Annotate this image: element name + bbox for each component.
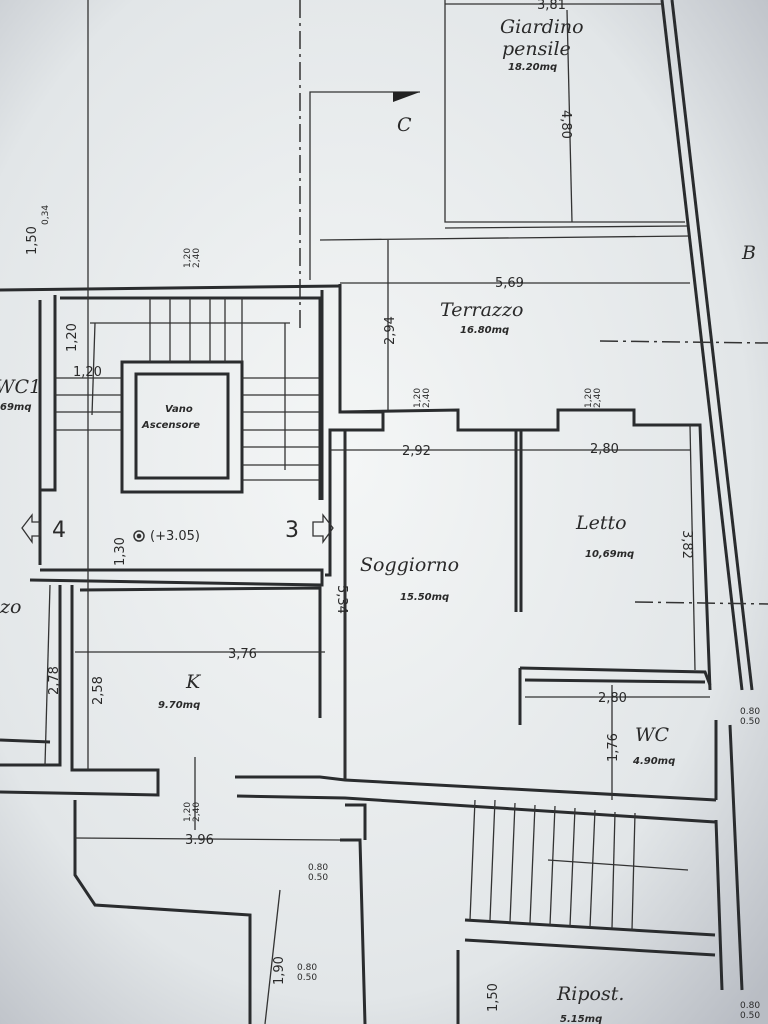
arrow-right-icon (312, 513, 334, 545)
dimension-label: 2,58 (91, 676, 106, 705)
dimension-label: 3.96 (185, 833, 214, 848)
dimension-label: 3,82 (679, 530, 694, 559)
dimension-label: 2,80 (590, 442, 619, 457)
dimension-label: 3,81 (537, 0, 566, 13)
room-name: Ascensore (141, 420, 200, 431)
room-area: 10,69mq (585, 549, 634, 560)
room-name: Soggiorno (360, 554, 459, 576)
dimension-label: 1,30 (113, 537, 128, 566)
dimension-label: 2,92 (402, 444, 431, 459)
window-height: 1,20 (413, 388, 423, 408)
window-height: 0.80 (740, 1001, 760, 1011)
window-width: 0.50 (308, 873, 328, 883)
section-arrow-icon (393, 92, 420, 102)
window-height: 0.80 (740, 707, 760, 717)
dimension-label: 2,78 (47, 666, 62, 695)
dimension-label: 2,80 (598, 691, 627, 706)
dimension-label: 0,34 (41, 205, 51, 225)
room-name: Letto (575, 512, 627, 534)
dimension-label: 1,20 (65, 323, 80, 352)
section-label-c: C (397, 114, 412, 136)
dimension-label: 1,20 (73, 365, 102, 380)
stair-label: 4 (52, 518, 66, 543)
elevation-marker-icon (133, 530, 145, 542)
window-width: 0.50 (740, 1011, 760, 1021)
window-height: 1,20 (584, 388, 594, 408)
room-name: pensile (502, 38, 571, 60)
window-height: 0.80 (308, 863, 328, 873)
axis-line (634, 601, 768, 605)
room-name: zo (0, 596, 21, 618)
giardino-walls (319, 0, 754, 691)
dimension-label: 2,94 (383, 316, 398, 345)
arrow-left-icon (21, 513, 41, 545)
section-line-c (309, 91, 420, 280)
window-width: 2,40 (593, 388, 603, 408)
stair-label: 3 (285, 518, 299, 543)
dimension-label: 5,69 (495, 276, 524, 291)
room-area: 4.90mq (632, 756, 675, 767)
room-name: Terrazzo (440, 299, 523, 321)
room-name: WC1 (0, 376, 41, 398)
room-name: K (185, 671, 202, 693)
room-area: 18.20mq (508, 62, 557, 73)
window-height: 1,20 (183, 248, 193, 268)
room-name: Vano (165, 404, 193, 415)
window-height: 0.80 (297, 963, 317, 973)
room-name: Ripost. (556, 983, 624, 1005)
dimension-label: 1,76 (606, 733, 621, 762)
room-area: 5.15mq (560, 1014, 602, 1024)
room-area: 15.50mq (400, 592, 449, 603)
room-name: WC (635, 724, 670, 746)
dimension-label: 1,50 (486, 983, 501, 1012)
window-width: 2,40 (192, 802, 202, 822)
lower-walls (73, 799, 716, 1024)
dimension-lines (44, 0, 710, 1024)
section-label-b: B (741, 242, 756, 264)
room-area: 9.70mq (158, 700, 200, 711)
elevation-label: (+3.05) (150, 529, 200, 544)
axis-line (599, 340, 768, 344)
window-width: 0.50 (297, 973, 317, 983)
window-width: 2,40 (192, 248, 202, 268)
dimension-label: 3,76 (228, 647, 257, 662)
window-height: 1,20 (183, 802, 193, 822)
room-name: Giardino (500, 16, 584, 38)
room-area: 16.80mq (460, 325, 509, 336)
room-area: 69mq (0, 402, 32, 413)
dimension-label: 1,90 (272, 956, 287, 985)
dimension-label: 4,80 (558, 110, 573, 139)
dimension-label: 1,50 (25, 226, 40, 255)
window-width: 2,40 (422, 388, 432, 408)
stair-core (0, 284, 341, 587)
window-width: 0.50 (740, 717, 760, 727)
dimension-label: 5,34 (334, 585, 349, 614)
kitchen-walls (0, 585, 322, 797)
